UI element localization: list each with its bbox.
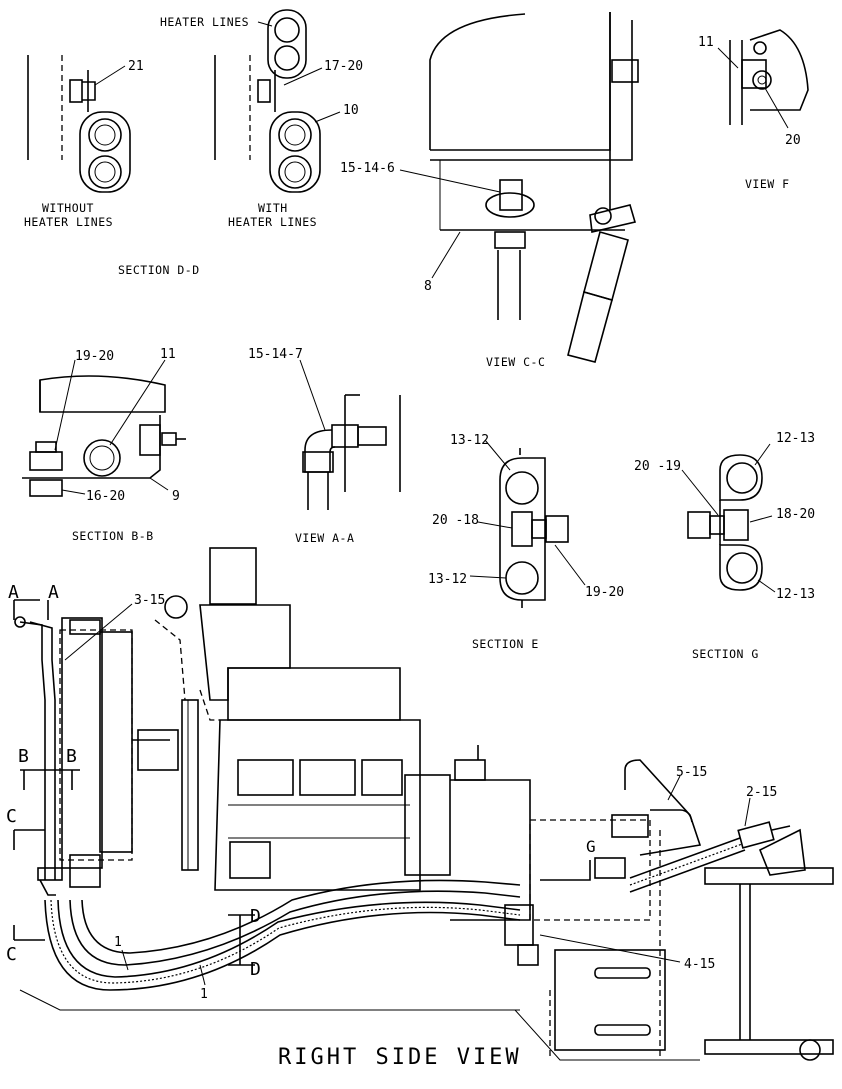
section-bb: 19-20 11 16-20 9 SECTION B-B [22,347,186,543]
without-label-line2: HEATER LINES [24,215,113,229]
marker-d-bottom: D [250,959,261,980]
callout-10: 10 [343,103,359,118]
bb-callout-9: 9 [172,489,180,504]
callout-17-20: 17-20 [324,59,363,74]
e-callout-19-20: 19-20 [585,585,624,600]
g-callout-18-20: 18-20 [776,507,815,522]
callout-15-14-6: 15-14-6 [340,161,395,176]
section-g: 12-13 20 -19 18-20 12-13 SECTION G [634,431,815,661]
marker-d-top: D [250,906,261,927]
bb-callout-11: 11 [160,347,176,362]
marker-c-top: C [6,806,17,827]
g-callout-20-19: 20 -19 [634,459,681,474]
view-f-callout-20: 20 [785,133,801,148]
section-bb-title: SECTION B-B [72,529,154,543]
g-callout-12-13-top: 12-13 [776,431,815,446]
callout-21: 21 [128,59,144,74]
marker-b-left: B [18,746,29,767]
right-side-view: A A B B C C D D G 3-15 5-15 2-15 4-15 1 … [6,547,834,1070]
view-f-title: VIEW F [745,177,790,191]
section-e-title: SECTION E [472,637,539,651]
callout-4-15: 4-15 [684,957,715,972]
marker-a-right: A [48,582,59,603]
callout-3-15: 3-15 [134,593,165,608]
with-label-line2: HEATER LINES [228,215,317,229]
section-g-title: SECTION G [692,647,759,661]
section-dd-title: SECTION D-D [118,263,200,277]
callout-1-right: 1 [200,987,208,1002]
section-dd: 21 WITHOUT HEATER LINES HEATER LINES 17-… [24,9,363,277]
callout-5-15: 5-15 [676,765,707,780]
e-callout-20-18: 20 -18 [432,513,479,528]
view-aa-title: VIEW A-A [295,531,354,545]
callout-1-left: 1 [114,935,122,950]
bb-callout-16-20: 16-20 [86,489,125,504]
marker-c-bottom: C [6,944,17,965]
marker-g: G [586,837,596,856]
g-callout-12-13-bottom: 12-13 [776,587,815,602]
section-e: 13-12 20 -18 13-12 19-20 SECTION E [428,433,624,651]
e-callout-13-12-bottom: 13-12 [428,572,467,587]
with-label-line1: WITH [258,201,288,215]
callout-2-15: 2-15 [746,785,777,800]
bb-callout-19-20: 19-20 [75,349,114,364]
view-aa: 15-14-7 VIEW A-A [248,347,401,545]
callout-8: 8 [424,279,432,294]
view-cc-title: VIEW C-C [486,355,545,369]
right-side-view-title: RIGHT SIDE VIEW [278,1045,522,1070]
marker-a-left: A [8,582,19,603]
without-label-line1: WITHOUT [42,201,94,215]
e-callout-13-12-top: 13-12 [450,433,489,448]
view-cc: 15-14-6 8 VIEW C-C [340,12,639,369]
view-f: 11 20 VIEW F [698,29,809,191]
callout-15-14-7: 15-14-7 [248,347,303,362]
view-f-callout-11: 11 [698,35,714,50]
heater-lines-label: HEATER LINES [160,15,249,29]
marker-b-right: B [66,746,77,767]
